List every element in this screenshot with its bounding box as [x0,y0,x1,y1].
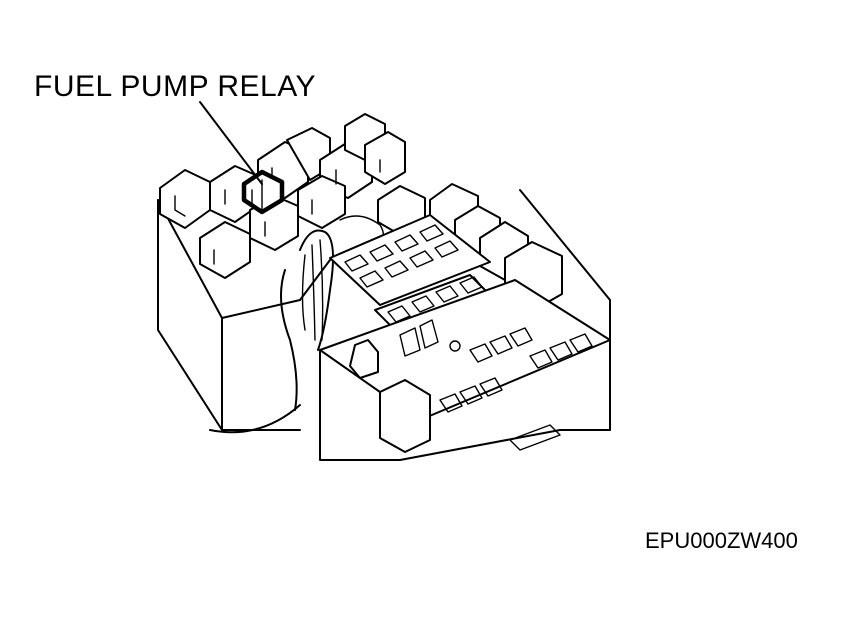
connector-panel [319,279,611,453]
wiring-harness [280,215,384,411]
callout-leader-line [199,101,263,185]
fuel-pump-relay [241,169,285,215]
fuel-pump-relay-label: FUEL PUMP RELAY [34,70,317,103]
figure-reference-code: EPU000ZW400 [645,528,798,553]
